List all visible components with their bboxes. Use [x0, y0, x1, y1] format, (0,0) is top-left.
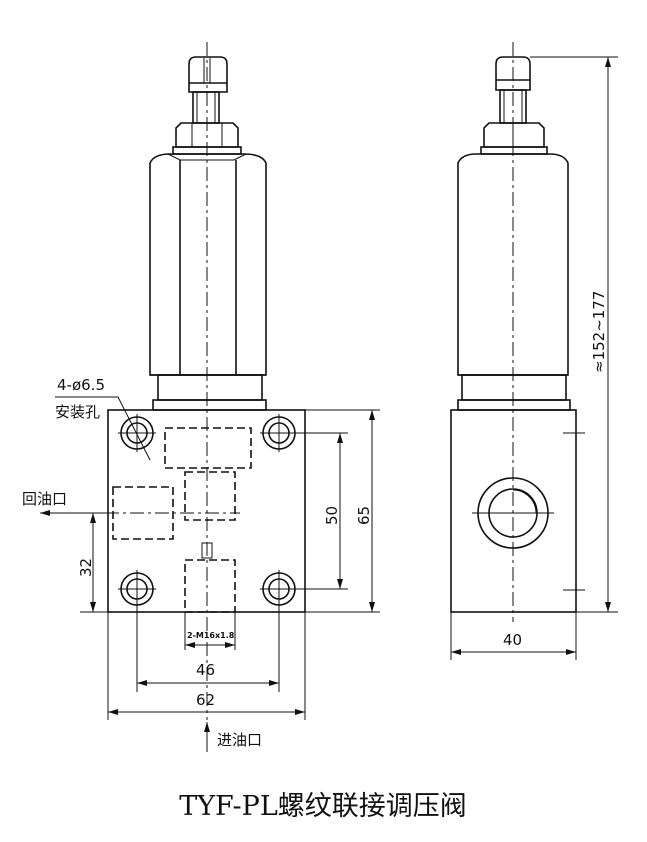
adjust-cap	[188, 56, 228, 93]
dim-46: 46	[196, 661, 215, 679]
front-view	[40, 42, 380, 752]
dim-total-height: ≈152~177	[590, 291, 608, 373]
return-port-label: 回油口	[22, 490, 67, 508]
inlet-port-label: 进油口	[217, 731, 262, 749]
holes-desc: 安装孔	[55, 403, 100, 421]
dim-32: 32	[77, 558, 95, 577]
holes-label: 4-ø6.5	[57, 376, 105, 394]
drawing-title: TYF-PL螺纹联接调压阀	[179, 791, 467, 822]
hex-body	[149, 153, 267, 376]
mounting-holes	[118, 414, 298, 608]
manifold-block	[107, 409, 306, 613]
dim-50: 50	[323, 506, 341, 525]
side-view	[450, 42, 618, 660]
thread-label: 2-M16x1.8	[187, 631, 235, 640]
dim-62: 62	[196, 691, 215, 709]
dim-65: 65	[355, 506, 373, 525]
dim-40: 40	[503, 631, 522, 649]
